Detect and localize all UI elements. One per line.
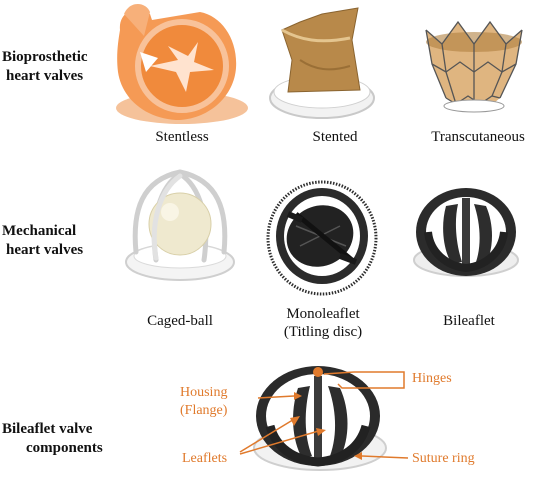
leaflets-callout: Leaflets: [182, 451, 228, 466]
bileaflet-caption: Bileaflet: [443, 313, 495, 329]
bioprosthetic-section-title: Bioprosthetic heart valves: [2, 49, 88, 84]
stented-caption: Stented: [312, 129, 358, 145]
transcutaneous-caption: Transcutaneous: [431, 129, 525, 145]
suture-ring-callout: Suture ring: [412, 451, 475, 466]
housing-callout: Housing (Flange): [180, 385, 228, 418]
monoleaflet-caption: Monoleaflet (Titling disc): [283, 306, 363, 340]
caged-ball-caption: Caged-ball: [147, 313, 213, 329]
mechanical-section-title: Mechanical heart valves: [2, 223, 84, 258]
stentless-caption: Stentless: [155, 129, 209, 145]
components-section-title: Bileaflet valve components: [2, 421, 103, 456]
hinges-callout: Hinges: [412, 371, 452, 386]
